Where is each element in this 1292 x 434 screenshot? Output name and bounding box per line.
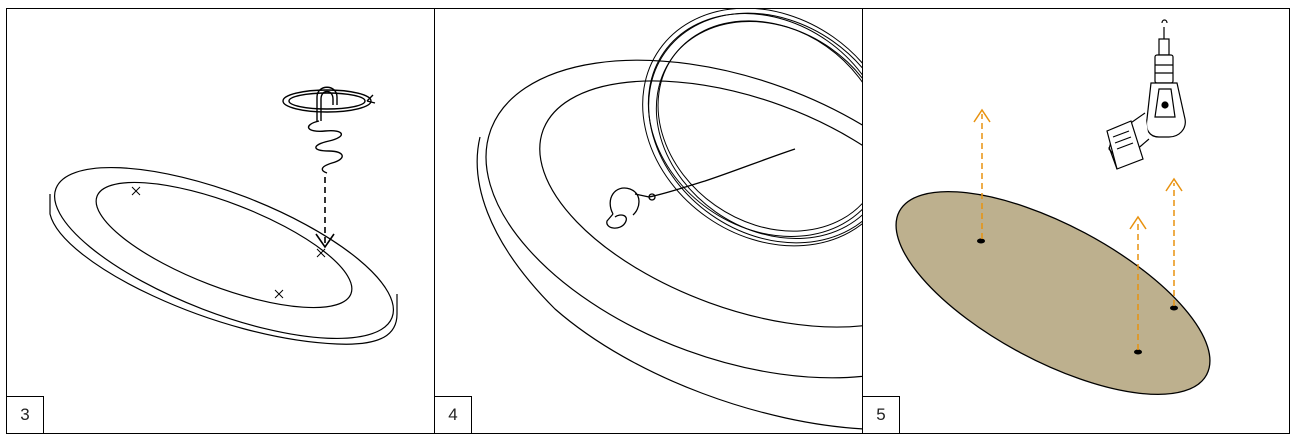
direction-arrow: [1166, 179, 1182, 306]
step-number: 5: [862, 396, 900, 434]
drill-hole: [1134, 350, 1142, 355]
x-mark: [275, 290, 283, 298]
hook-icon: [607, 149, 795, 228]
disc-top: [34, 132, 413, 373]
step-5-panel: 5: [862, 8, 1290, 434]
disc-inner-rim: [507, 32, 863, 376]
step-number: 3: [6, 396, 44, 434]
screw-hook-icon: [283, 87, 375, 173]
step-4-illustration: [435, 9, 863, 434]
step-3-panel: 3: [6, 8, 435, 434]
drill-hole: [977, 239, 985, 244]
ceiling-surface: [867, 151, 1238, 434]
x-mark: [132, 187, 140, 195]
step-3-illustration: [7, 9, 435, 434]
cable-coil: [596, 9, 863, 295]
step-5-illustration: [863, 9, 1290, 434]
drill-icon: [1107, 20, 1185, 169]
drill-hole: [1170, 306, 1178, 311]
step-number: 4: [434, 396, 472, 434]
x-mark: [317, 249, 325, 257]
step-4-panel: 4: [434, 8, 863, 434]
